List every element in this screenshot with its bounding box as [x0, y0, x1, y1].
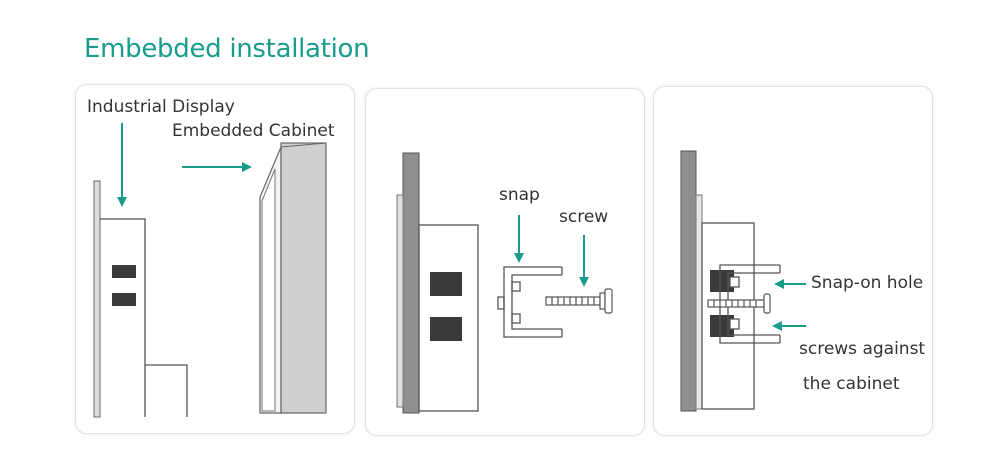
label-the-cabinet: the cabinet	[803, 374, 900, 394]
display-bracket	[145, 364, 188, 417]
display-port-2	[430, 317, 462, 341]
label-embedded-cabinet: Embedded Cabinet	[172, 121, 335, 141]
display-bezel	[93, 180, 101, 418]
screw	[707, 293, 771, 314]
panel-display-and-cabinet: Industrial Display Embedded Cabinet	[75, 84, 355, 434]
label-industrial-display: Industrial Display	[87, 97, 235, 117]
display-housing	[100, 218, 146, 417]
installed-drawing	[680, 150, 806, 412]
display-port-1	[430, 272, 462, 296]
label-snap-on-hole: Snap-on hole	[811, 273, 924, 293]
label-screw: screw	[559, 207, 609, 227]
display-cabinet-drawing	[93, 123, 327, 418]
panel-snap-and-screw: snap screw	[365, 88, 645, 436]
cabinet-panel	[695, 194, 703, 410]
display-port-1	[112, 265, 136, 278]
label-screws-against: screws against	[799, 339, 926, 359]
display-bezel-lip	[396, 194, 404, 408]
display-port-2	[112, 293, 136, 306]
snap-screw-drawing	[396, 152, 613, 414]
cabinet-inner-frame	[261, 168, 276, 412]
display-bezel	[680, 150, 697, 412]
display-bezel	[402, 152, 420, 414]
cabinet-side	[280, 142, 327, 414]
snap-bracket	[497, 266, 563, 338]
label-snap: snap	[499, 185, 540, 205]
panel-installed: Snap-on hole screws against the cabinet	[653, 86, 933, 436]
page-title: Embebded installation	[84, 34, 370, 64]
cabinet-top-edge	[280, 142, 327, 148]
screw	[545, 288, 613, 314]
